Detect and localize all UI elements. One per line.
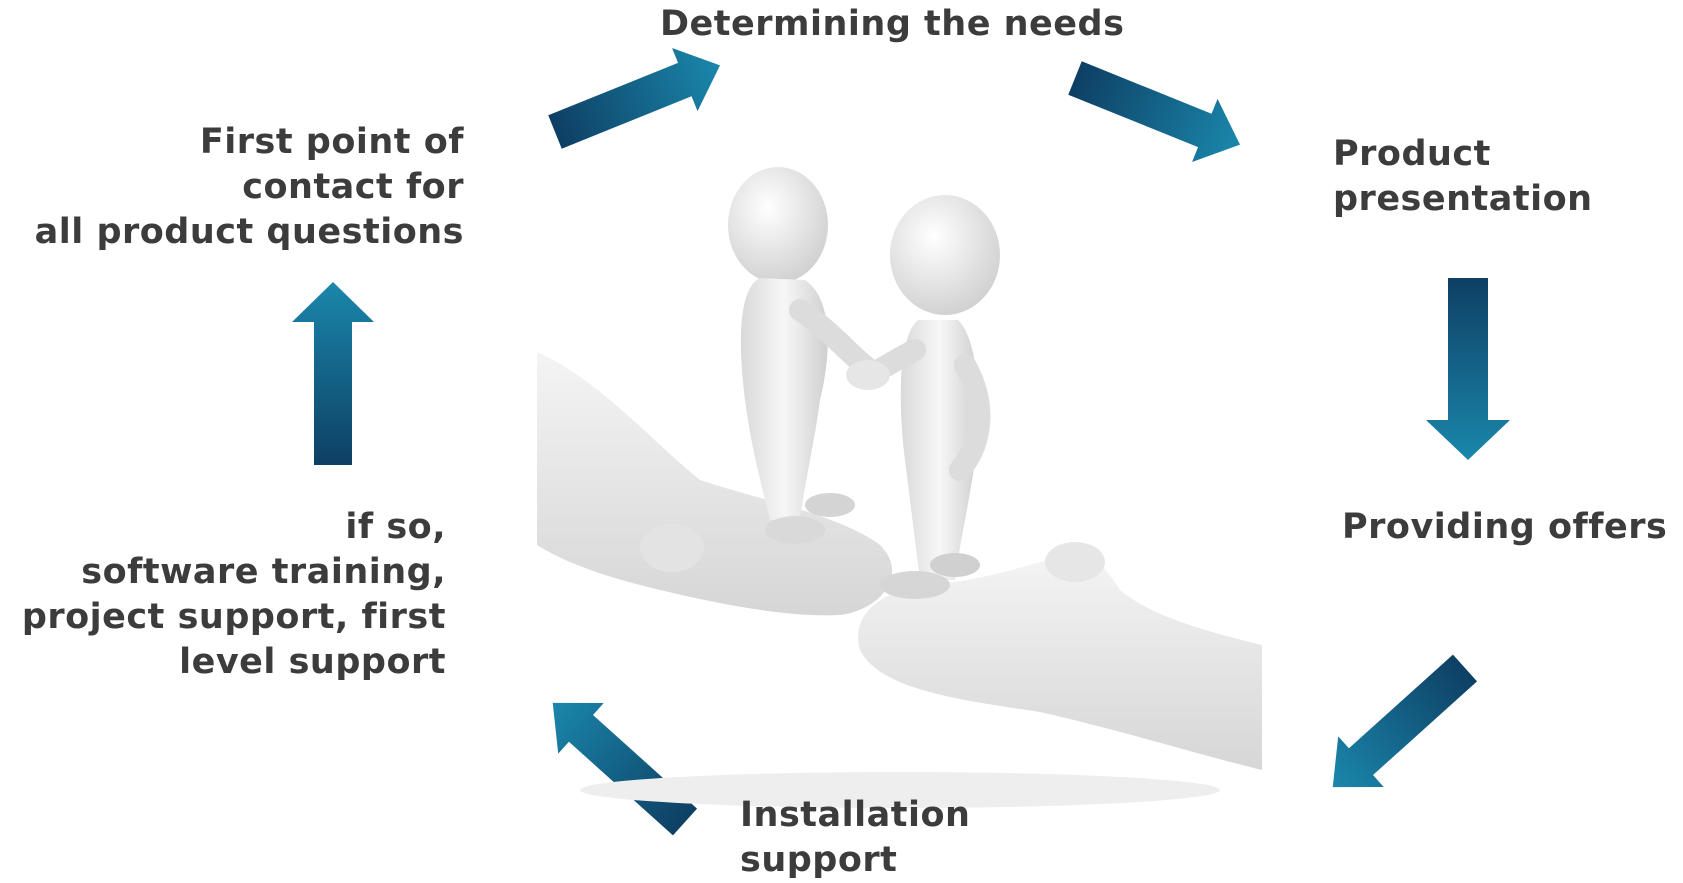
- arrow-to-offers: [1426, 278, 1510, 460]
- arrow-to-installation: [1332, 654, 1478, 788]
- step-training-support: if so, software training, project suppor…: [21, 507, 446, 682]
- step-determining-needs: Determining the needs: [660, 4, 1125, 44]
- step-first-point-of-contact: First point of contact for all product q…: [34, 122, 464, 252]
- step-product-presentation: Product presentation: [1333, 134, 1593, 219]
- handshake-figures-on-hands-icon: [537, 167, 1262, 808]
- arrow-to-contact: [292, 282, 374, 465]
- arrow-to-product: [1068, 61, 1241, 162]
- step-installation-support: Installation support: [740, 795, 971, 880]
- arrow-to-determining: [548, 48, 721, 149]
- arrow-to-training: [552, 702, 698, 836]
- step-providing-offers: Providing offers: [1342, 507, 1668, 547]
